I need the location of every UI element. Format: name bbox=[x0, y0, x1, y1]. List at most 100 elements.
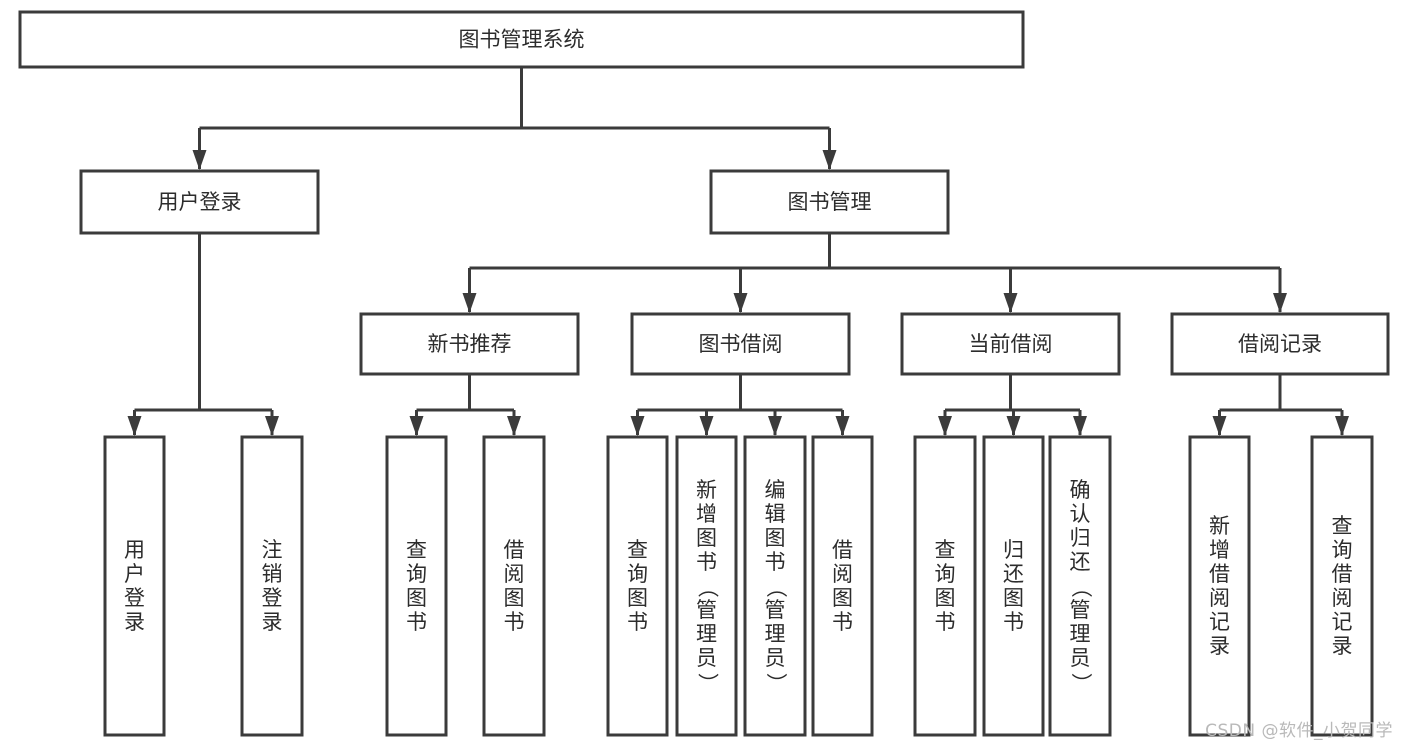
node-label-leaf-edit-book-char: 书 bbox=[765, 550, 786, 574]
arrow-head-icon bbox=[822, 150, 837, 170]
node-label-leaf-edit-book-char: 编 bbox=[765, 478, 786, 502]
node-label-leaf-query-record-char: 查 bbox=[1332, 514, 1353, 538]
node-label-leaf-borrow-book-2-char: 借 bbox=[832, 538, 853, 562]
node-label-leaf-add-book-char: 新 bbox=[696, 478, 717, 502]
node-label-leaf-query-record-char: 录 bbox=[1332, 634, 1353, 658]
node-label-leaf-borrow-book-1-char: 书 bbox=[504, 610, 525, 634]
node-label-leaf-confirm-return-char: 确 bbox=[1070, 478, 1091, 502]
arrow-head-icon bbox=[938, 416, 952, 436]
node-label-borrow-record: 借阅记录 bbox=[1238, 332, 1322, 356]
node-box-leaf-return-book bbox=[982, 435, 1045, 737]
node-label-leaf-edit-book-char: ） bbox=[764, 673, 788, 694]
node-label-leaf-add-book-char: 理 bbox=[696, 622, 717, 646]
arrow-head-icon bbox=[265, 416, 279, 436]
arrow-head-icon bbox=[192, 150, 207, 170]
node-label-leaf-edit-book-char: （ bbox=[764, 577, 788, 598]
node-label-leaf-edit-book-char: 图 bbox=[765, 526, 786, 550]
arrow-head-icon bbox=[835, 416, 850, 436]
arrow-head-icon bbox=[733, 293, 748, 313]
node-label-leaf-confirm-return-char: 认 bbox=[1070, 502, 1091, 526]
node-label-leaf-confirm-return-char: 归 bbox=[1070, 526, 1091, 550]
node-box-leaf-query-record bbox=[1310, 435, 1374, 737]
node-label-leaf-borrow-book-1-char: 借 bbox=[504, 538, 525, 562]
node-label-leaf-return-book-char: 还 bbox=[1003, 562, 1024, 586]
node-box-leaf-add-book bbox=[675, 435, 738, 737]
node-label-leaf-query-book-2-char: 图 bbox=[627, 586, 648, 610]
node-label-leaf-add-book-char: 图 bbox=[696, 526, 717, 550]
node-label-leaf-edit-book-char: 员 bbox=[765, 646, 786, 670]
node-label-leaf-confirm-return-char: 理 bbox=[1070, 622, 1091, 646]
node-label-leaf-user-login-char: 登 bbox=[124, 586, 145, 610]
arrow-head-icon bbox=[507, 416, 521, 436]
node-label-leaf-add-book-char: 管 bbox=[696, 598, 717, 622]
node-box-new-book-recommend bbox=[359, 312, 580, 376]
node-label-leaf-query-book-3-char: 查 bbox=[935, 538, 956, 562]
node-box-leaf-query-book-2 bbox=[606, 435, 669, 737]
node-book-management[interactable]: 图书管理 bbox=[709, 169, 950, 235]
node-label-leaf-query-record-char: 阅 bbox=[1332, 586, 1353, 610]
arrow-head-icon bbox=[699, 416, 714, 436]
node-label-leaf-add-book-char: 员 bbox=[696, 646, 717, 670]
node-label-leaf-query-book-3-char: 图 bbox=[935, 586, 956, 610]
node-box-leaf-borrow-book-2 bbox=[811, 435, 874, 737]
node-box-borrow-record bbox=[1170, 312, 1390, 376]
node-label-leaf-add-book-char: 书 bbox=[696, 550, 717, 574]
node-new-book-recommend[interactable]: 新书推荐 bbox=[359, 312, 580, 376]
node-label-root: 图书管理系统 bbox=[459, 28, 585, 52]
node-user-login[interactable]: 用户登录 bbox=[79, 169, 320, 235]
connectors-layer bbox=[127, 67, 1349, 436]
node-box-leaf-borrow-book-1 bbox=[482, 435, 546, 737]
node-leaf-user-login[interactable]: 用户登录 bbox=[103, 435, 166, 737]
node-root[interactable]: 图书管理系统 bbox=[18, 10, 1025, 69]
node-label-leaf-query-book-3-char: 书 bbox=[935, 610, 956, 634]
node-label-leaf-add-record-char: 增 bbox=[1209, 538, 1230, 562]
node-label-leaf-borrow-book-2-char: 图 bbox=[832, 586, 853, 610]
node-label-leaf-query-book-1-char: 查 bbox=[406, 538, 427, 562]
node-label-leaf-logout-login-char: 录 bbox=[262, 610, 283, 634]
node-box-root bbox=[18, 10, 1025, 69]
node-borrow-record[interactable]: 借阅记录 bbox=[1170, 312, 1390, 376]
node-label-leaf-borrow-book-2-char: 书 bbox=[832, 610, 853, 634]
node-label-leaf-query-record-char: 记 bbox=[1332, 610, 1353, 634]
node-label-book-management: 图书管理 bbox=[788, 190, 872, 214]
watermark-text: CSDN @软件_小贺同学 bbox=[1205, 721, 1393, 741]
node-label-leaf-user-login-char: 用 bbox=[124, 538, 145, 562]
node-label-leaf-add-book-char: 增 bbox=[696, 502, 717, 526]
node-label-leaf-confirm-return-char: （ bbox=[1069, 577, 1093, 598]
node-label-leaf-borrow-book-2-char: 阅 bbox=[832, 562, 853, 586]
arrow-head-icon bbox=[1006, 416, 1021, 436]
node-label-leaf-user-login-char: 户 bbox=[124, 562, 145, 586]
node-label-new-book-recommend: 新书推荐 bbox=[428, 332, 512, 356]
node-label-leaf-edit-book-char: 管 bbox=[765, 598, 786, 622]
node-box-leaf-add-record bbox=[1188, 435, 1251, 737]
node-book-borrow[interactable]: 图书借阅 bbox=[630, 312, 851, 376]
node-box-book-management bbox=[709, 169, 950, 235]
node-label-leaf-return-book-char: 书 bbox=[1003, 610, 1024, 634]
node-label-leaf-query-book-2-char: 查 bbox=[627, 538, 648, 562]
node-label-leaf-query-book-3-char: 询 bbox=[935, 562, 956, 586]
node-label-leaf-return-book-char: 图 bbox=[1003, 586, 1024, 610]
node-label-leaf-confirm-return-char: 管 bbox=[1070, 598, 1091, 622]
node-label-leaf-user-login-char: 录 bbox=[124, 610, 145, 634]
node-current-borrow[interactable]: 当前借阅 bbox=[900, 312, 1121, 376]
node-label-leaf-add-record-char: 录 bbox=[1209, 634, 1230, 658]
node-label-leaf-add-record-char: 新 bbox=[1209, 514, 1230, 538]
node-label-leaf-add-book-char: （ bbox=[696, 577, 720, 598]
node-label-leaf-add-book-char: ） bbox=[696, 673, 720, 694]
node-box-leaf-edit-book bbox=[743, 435, 807, 737]
arrow-head-icon bbox=[127, 416, 142, 436]
